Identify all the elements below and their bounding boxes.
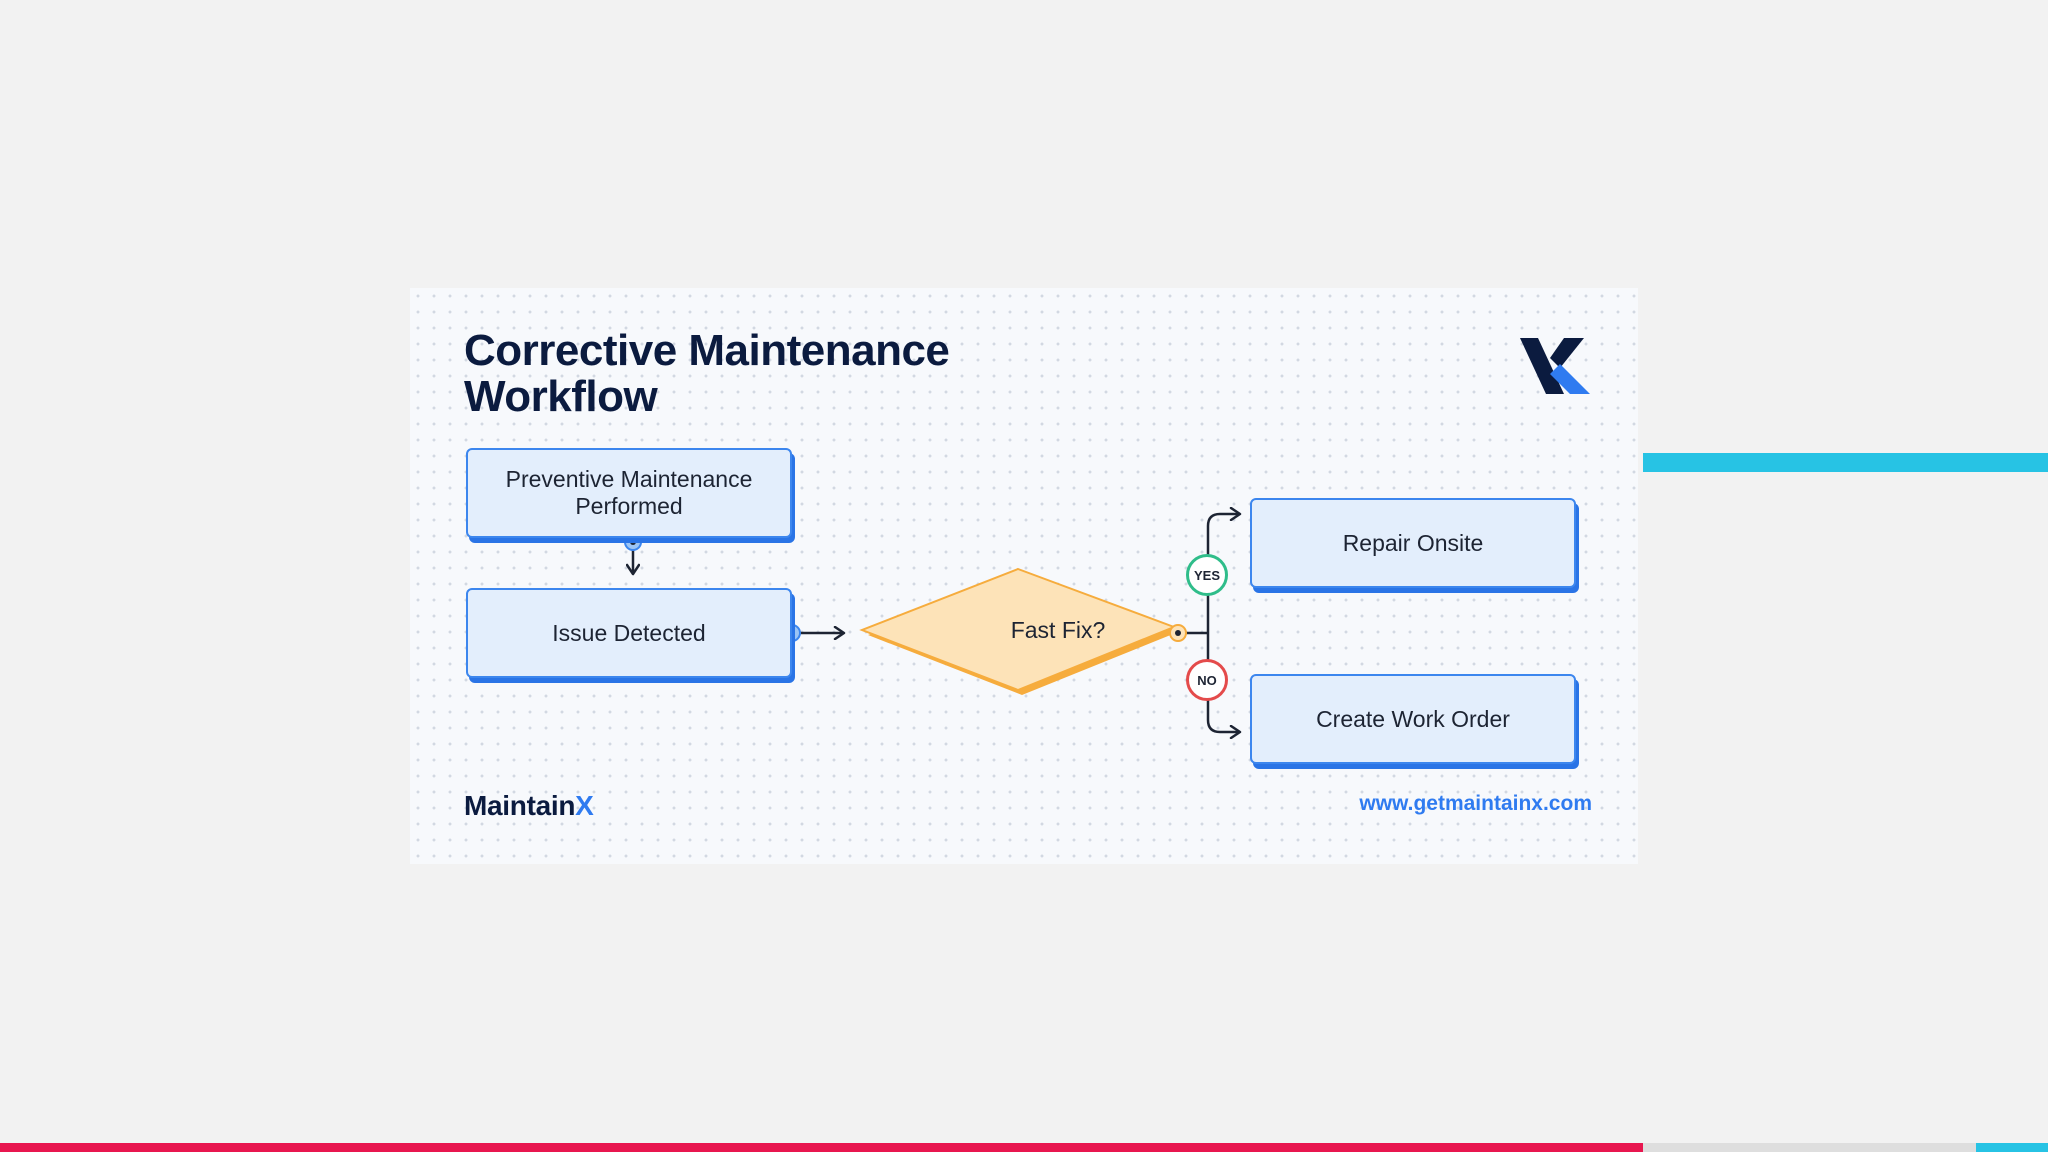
accent-bar-cyan — [1643, 453, 2048, 472]
node-issue-detected: Issue Detected — [466, 588, 792, 678]
maintainx-x-logo-icon — [1520, 338, 1590, 394]
wordmark-main: Maintain — [464, 790, 576, 821]
decision-label: Fast Fix? — [1010, 617, 1106, 643]
title-line-1: Corrective Maintenance — [464, 326, 950, 375]
connector-yes-branch — [1206, 514, 1240, 633]
yes-badge-label: YES — [1193, 567, 1220, 583]
title-line-2: Workflow — [464, 372, 658, 421]
bottom-progress-cyan — [1976, 1143, 2048, 1152]
no-badge: NO — [1186, 659, 1228, 701]
decision-diamond — [859, 567, 1177, 692]
wordmark-accent: X — [575, 790, 594, 821]
node-preventive-maintenance: Preventive Maintenance Performed — [466, 448, 792, 538]
node-issue-detected-label: Issue Detected — [552, 619, 706, 646]
connector-no-branch — [1206, 633, 1240, 732]
node-repair-onsite: Repair Onsite — [1250, 498, 1576, 588]
workflow-card: Corrective Maintenance Workflow Pr — [410, 288, 1638, 864]
node-create-work-order: Create Work Order — [1250, 674, 1576, 764]
yes-badge: YES — [1186, 554, 1228, 596]
bottom-progress-red — [0, 1143, 1643, 1152]
no-badge-label: NO — [1197, 672, 1217, 688]
diagram-title: Corrective Maintenance Workflow — [464, 328, 1084, 420]
maintainx-wordmark: MaintainX — [464, 790, 594, 822]
node-repair-onsite-label: Repair Onsite — [1342, 529, 1484, 556]
website-url: www.getmaintainx.com — [1359, 792, 1592, 815]
node-create-work-order-label: Create Work Order — [1316, 705, 1510, 732]
node-preventive-maintenance-label: Preventive Maintenance Performed — [505, 466, 753, 519]
